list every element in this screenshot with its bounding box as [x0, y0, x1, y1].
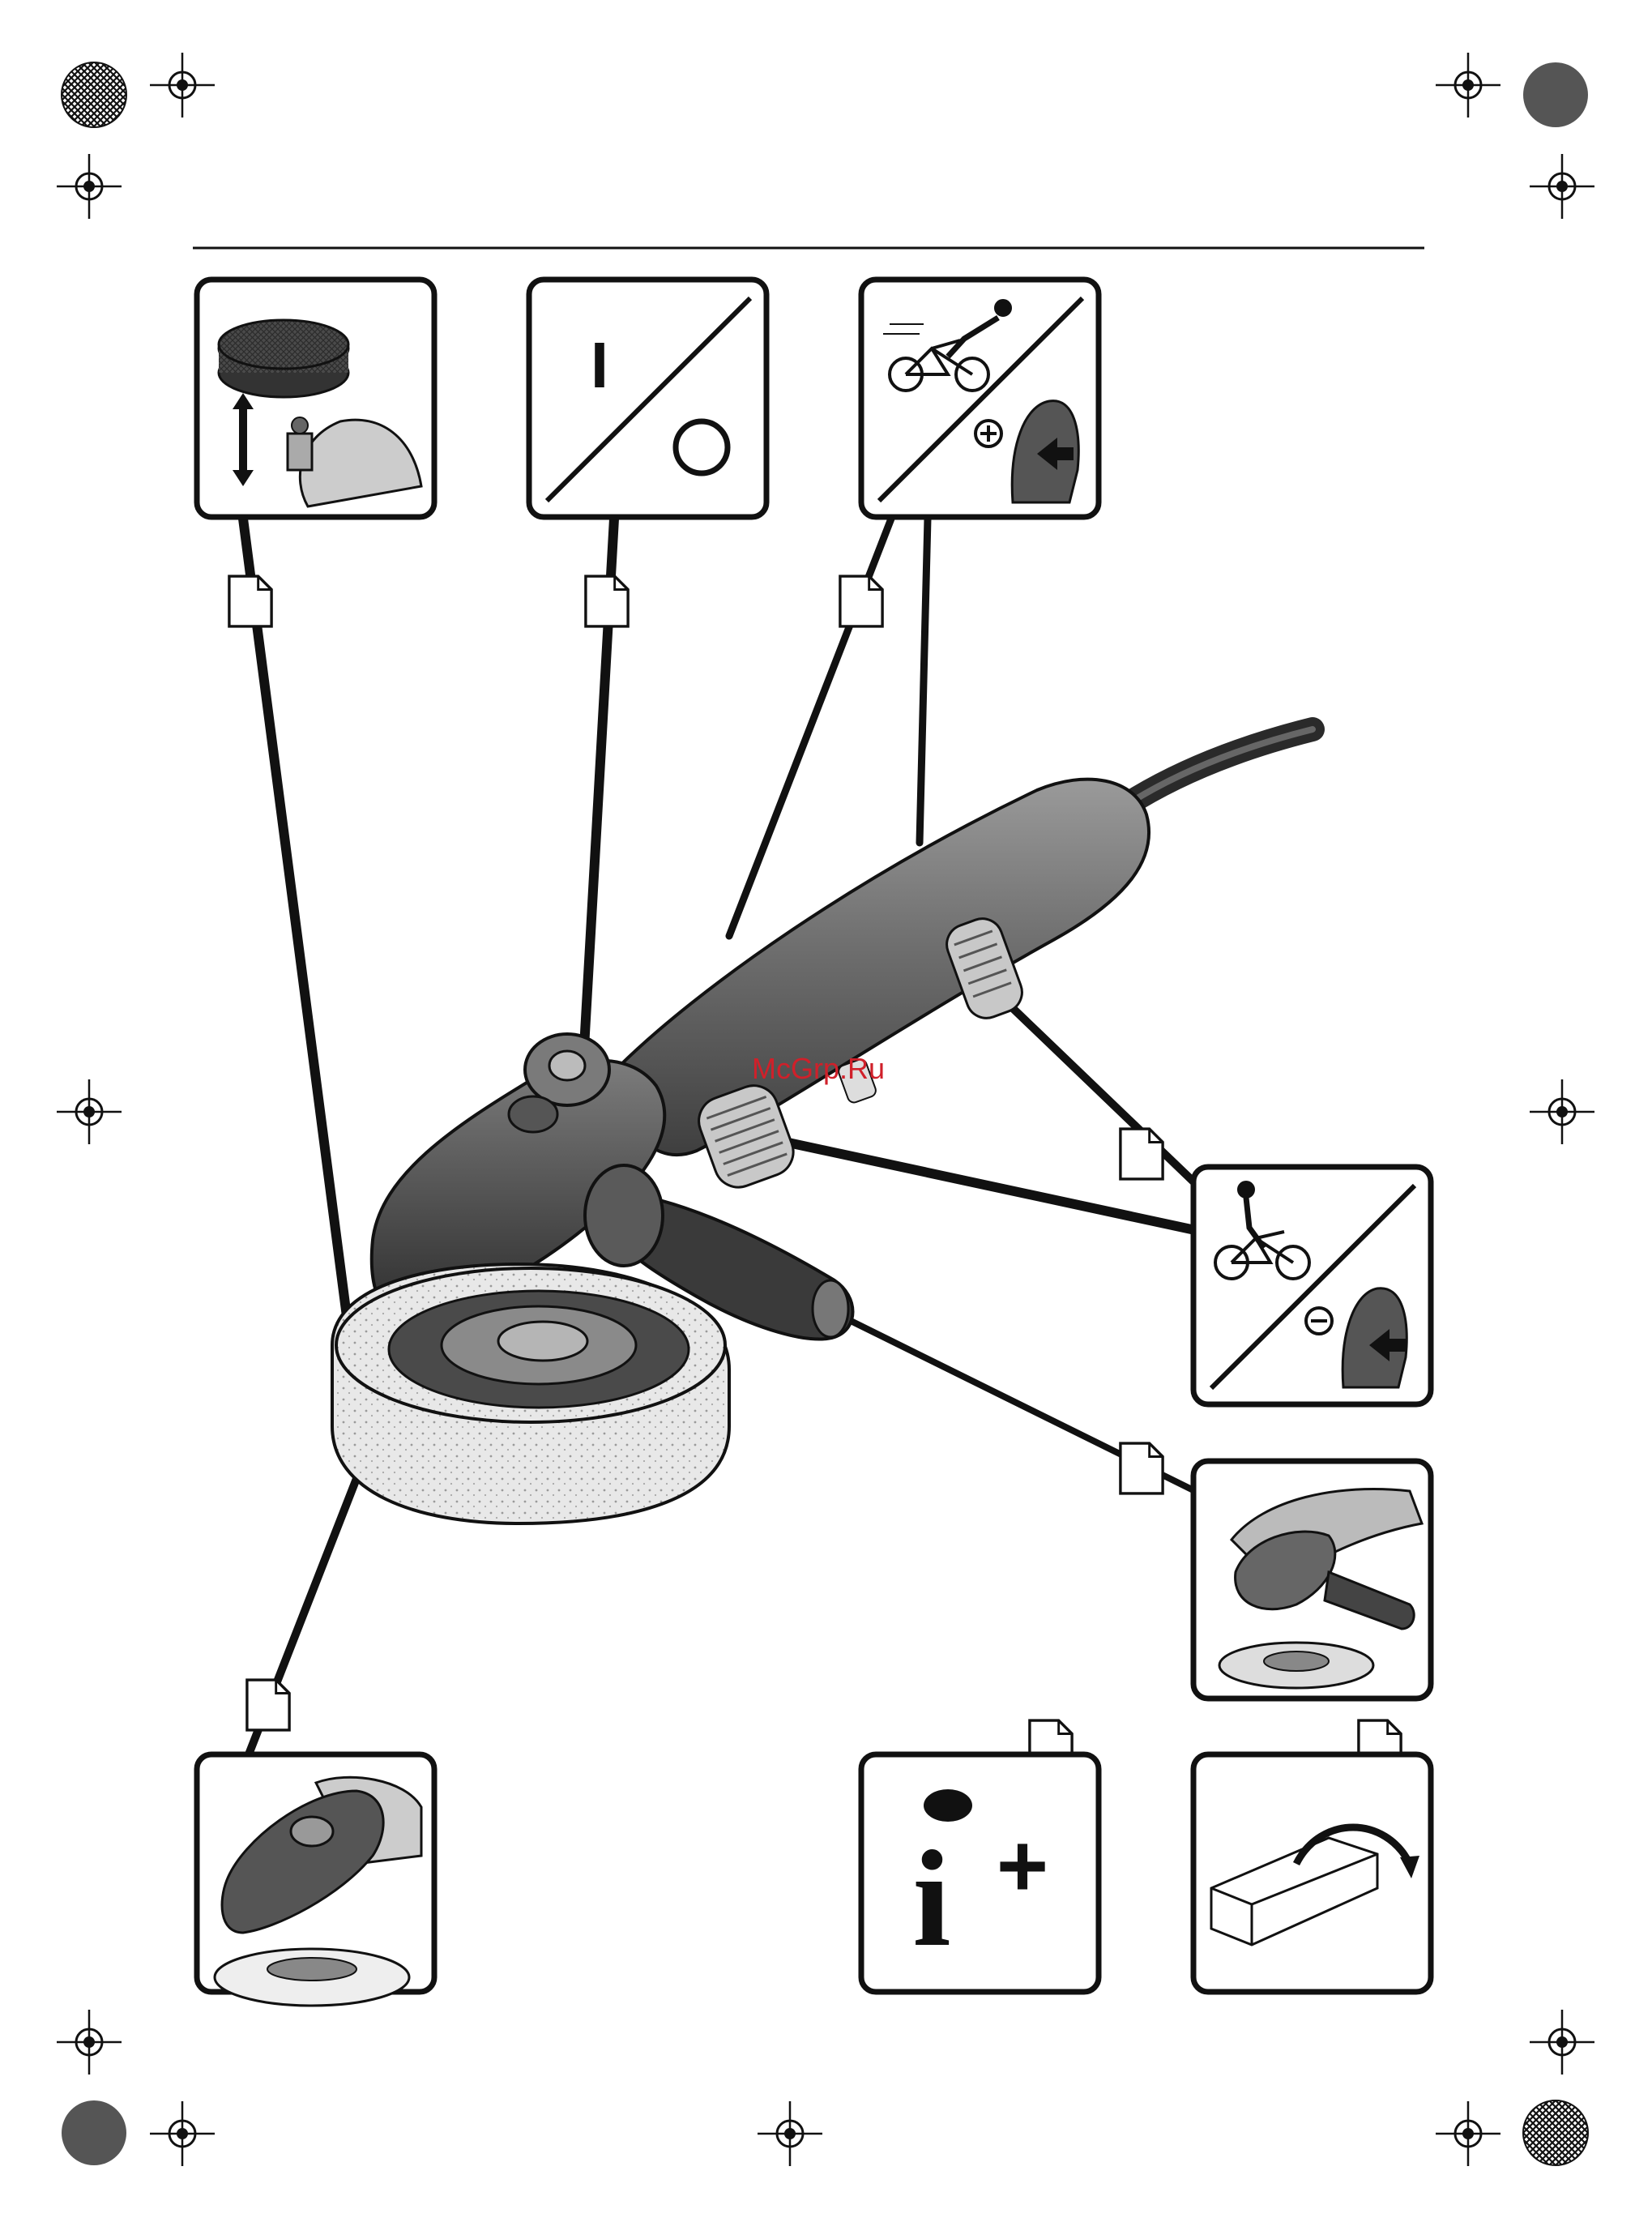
panel-side-handle	[1193, 1461, 1431, 1699]
watermark-text: McGrp.Ru	[752, 1052, 885, 1086]
info-dot	[924, 1789, 972, 1822]
gray-target-icon	[62, 2100, 126, 2165]
document-page-icon	[586, 576, 628, 626]
info-plus: +	[997, 1816, 1048, 1916]
document-page-icon	[247, 1680, 289, 1730]
panel-pad-change	[197, 280, 434, 517]
sunburst-target-icon	[62, 62, 126, 127]
panel-packaging	[1193, 1754, 1431, 1992]
panel-speed-decrease	[1193, 1167, 1431, 1404]
document-page-icon	[840, 576, 882, 626]
panel-information: i +	[861, 1754, 1099, 1992]
gray-target-icon	[1523, 62, 1588, 127]
panel-on-off-switch: I	[529, 280, 766, 517]
document-page-icon	[1121, 1443, 1163, 1493]
document-page-icon	[1121, 1129, 1163, 1179]
panel-gear-head	[197, 1754, 434, 2006]
document-page-icon	[229, 576, 271, 626]
info-symbol: i	[912, 1822, 950, 1975]
polisher-illustration	[332, 729, 1313, 1523]
on-symbol: I	[591, 329, 608, 401]
panel-speed-increase	[861, 280, 1099, 517]
sunburst-target-icon	[1523, 2100, 1588, 2165]
